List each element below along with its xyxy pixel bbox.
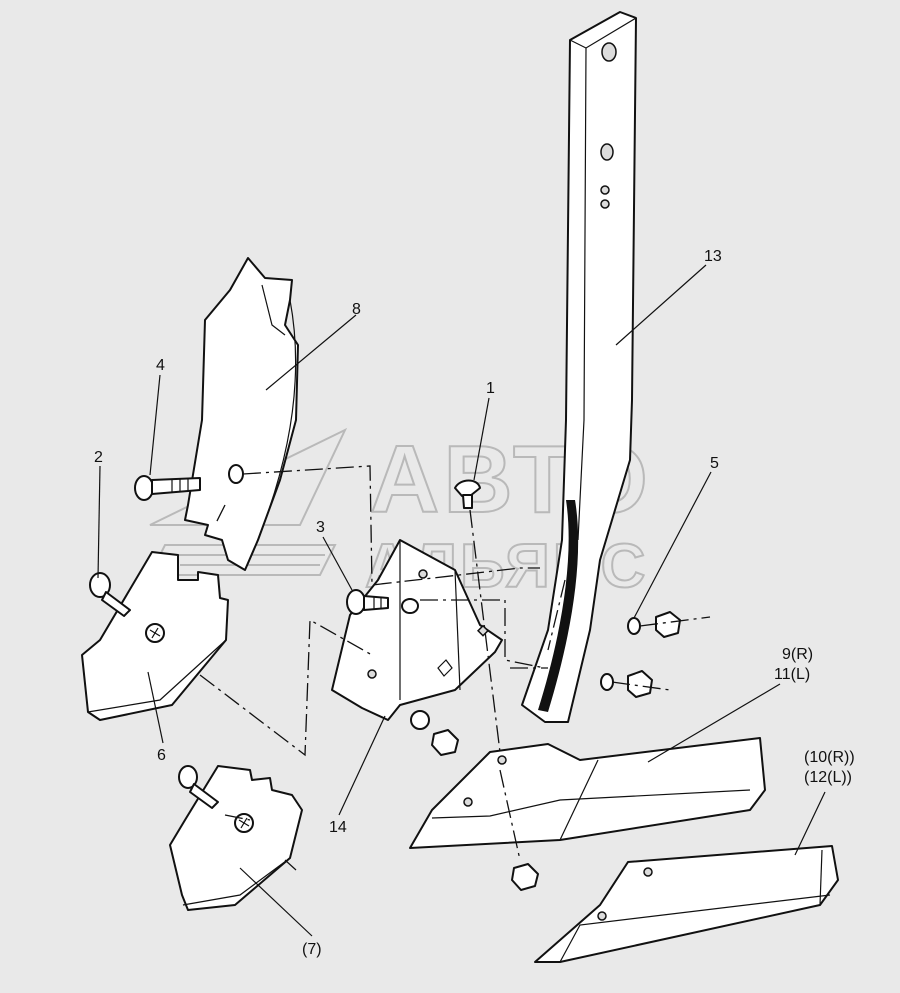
part-9-11-share — [409, 737, 766, 849]
bolt-4 — [134, 464, 244, 501]
label-7: (7) — [302, 941, 322, 958]
label-3: 3 — [316, 519, 325, 536]
label-10: (10(R)) — [804, 749, 855, 766]
label-14: 14 — [329, 819, 347, 836]
washer-nut-set-5 — [600, 611, 681, 698]
bolt-2 — [89, 572, 131, 617]
part-13-shank — [521, 11, 637, 723]
bolt-3 — [346, 589, 419, 615]
label-5: 5 — [710, 455, 719, 472]
label-11: 11(L) — [774, 666, 810, 683]
bolt-7 — [178, 765, 219, 809]
label-2: 2 — [94, 449, 103, 466]
label-12: (12(L)) — [804, 769, 852, 786]
part-8-wing — [184, 257, 299, 571]
label-9: 9(R) — [782, 646, 813, 663]
part-6-share — [81, 551, 229, 721]
assembly-lines — [199, 465, 711, 861]
washer-nut-14 — [410, 710, 459, 756]
nut-9 — [511, 863, 539, 891]
label-8: 8 — [352, 301, 361, 318]
label-4: 4 — [156, 357, 165, 374]
label-6: 6 — [157, 747, 166, 764]
part-10-12-share — [534, 845, 839, 963]
label-13: 13 — [704, 248, 722, 265]
bolt-1 — [454, 479, 481, 509]
leader-lines — [97, 264, 826, 937]
callout-labels: 4 2 3 1 8 13 5 9(R) 11(L) (10(R)) (12(L)… — [94, 248, 855, 958]
label-1: 1 — [486, 380, 495, 397]
